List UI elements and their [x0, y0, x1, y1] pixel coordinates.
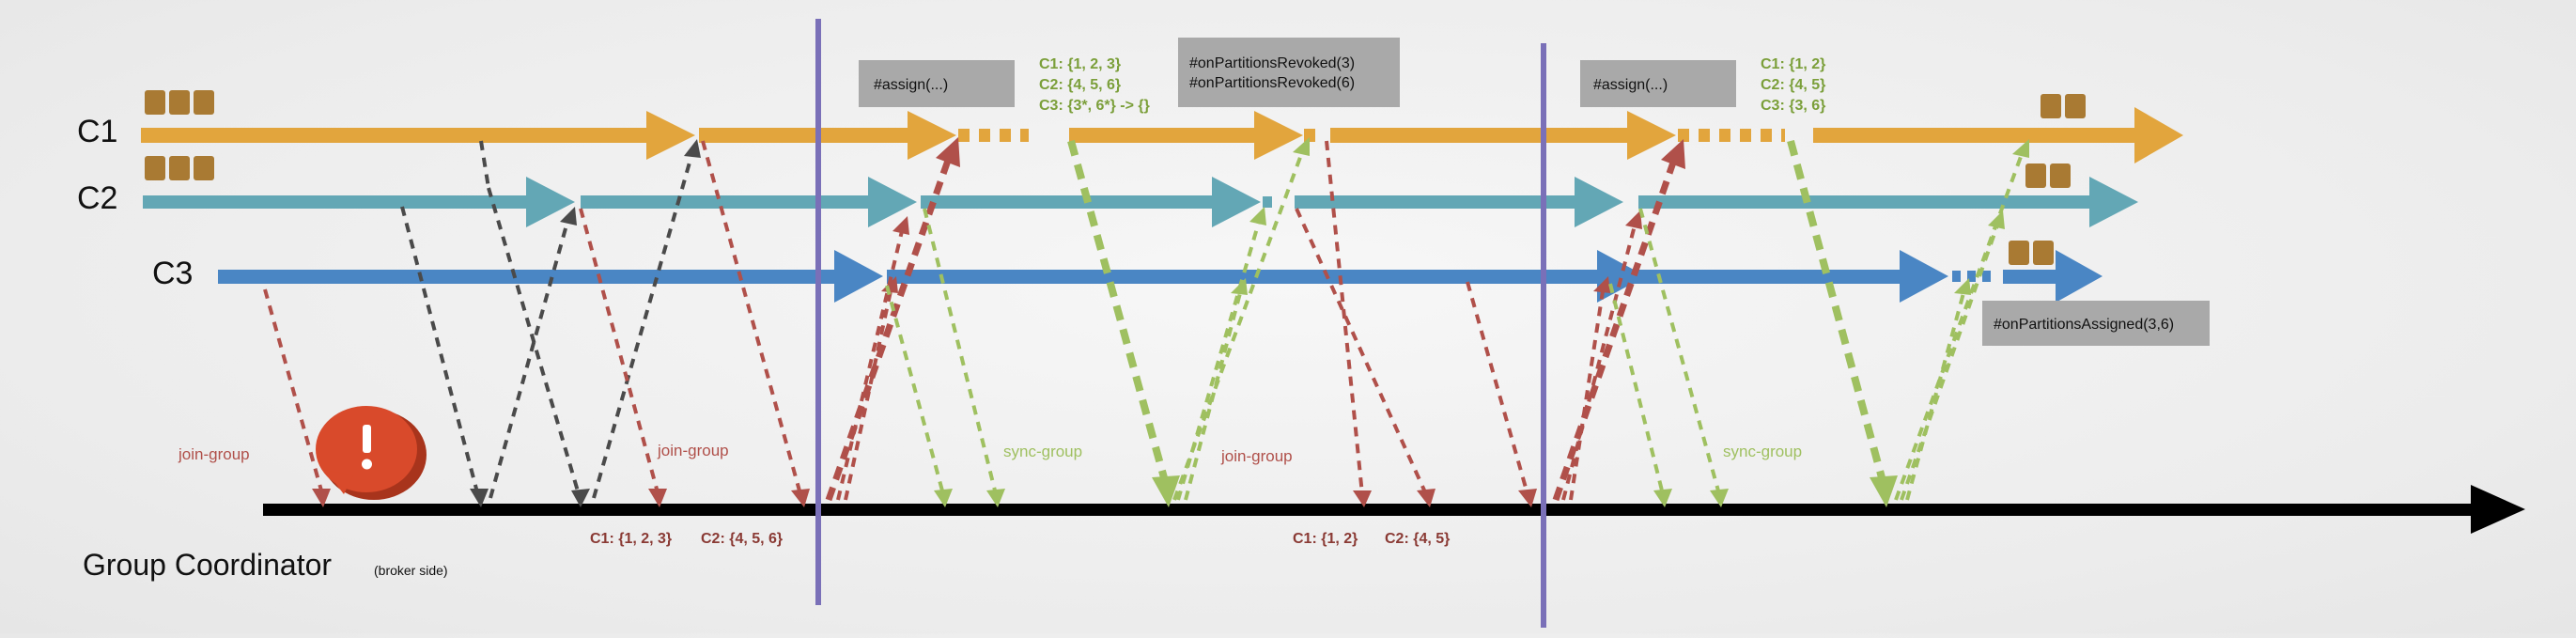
assigned-callout-text: #onPartitionsAssigned(3,6) — [1994, 317, 2174, 333]
coordinator-title: Group Coordinator — [83, 548, 332, 582]
c1-timeline — [141, 107, 2183, 163]
assign-callout-2: #assign(...) — [1580, 60, 1736, 107]
c1-final-partitions — [2041, 94, 2086, 118]
revoked-callout: #onPartitionsRevoked(3) #onPartitionsRev… — [1178, 38, 1400, 107]
assignment-c2-first: C2: {4, 5, 6} — [701, 531, 783, 547]
lane-label-c2: C2 — [77, 180, 117, 216]
assign-callout-2-text: #assign(...) — [1593, 77, 1668, 93]
leader-plan-2-line-2: C2: {4, 5} — [1761, 77, 1825, 93]
alert-icon — [316, 406, 427, 500]
c3-timeline — [218, 250, 2103, 303]
c2-final-partitions — [2025, 163, 2071, 188]
join-group-label-3: join-group — [1220, 447, 1293, 465]
leader-plan-1-line-2: C2: {4, 5, 6} — [1039, 77, 1121, 93]
join-arrow — [263, 288, 323, 491]
assigned-callout: #onPartitionsAssigned(3,6) — [1982, 301, 2210, 346]
coordinator-subtitle: (broker side) — [374, 563, 448, 578]
leader-plan-1-line-3: C3: {3*, 6*} -> {} — [1039, 98, 1150, 114]
revoked-callout-line-1: #onPartitionsRevoked(3) — [1189, 55, 1355, 71]
assign-callout-1: #assign(...) — [859, 60, 1015, 107]
c1-partitions — [145, 90, 214, 115]
leader-plan-1-line-1: C1: {1, 2, 3} — [1039, 56, 1121, 72]
c3-final-partitions — [2009, 241, 2054, 265]
lane-label-c1: C1 — [77, 114, 117, 149]
revoked-callout-line-2: #onPartitionsRevoked(6) — [1189, 75, 1355, 91]
leader-plan-2-line-3: C3: {3, 6} — [1761, 98, 1825, 114]
sync-group-label-2: sync-group — [1723, 443, 1802, 460]
assign-callout-1-text: #assign(...) — [874, 77, 948, 93]
message-arrows — [263, 137, 2029, 507]
coordinator-timeline — [263, 485, 2525, 534]
lane-label-c3: C3 — [152, 256, 193, 291]
join-group-label-2: join-group — [657, 442, 729, 459]
assignment-c1-second: C1: {1, 2} — [1293, 531, 1358, 547]
assignment-c1-first: C1: {1, 2, 3} — [590, 531, 672, 547]
join-group-label-1: join-group — [178, 445, 250, 463]
c2-timeline — [143, 177, 2138, 227]
c2-partitions — [145, 156, 214, 180]
leader-plan-2-line-1: C1: {1, 2} — [1761, 56, 1825, 72]
assignment-c2-second: C2: {4, 5} — [1385, 531, 1450, 547]
generation-separators — [815, 19, 1546, 628]
sync-group-label-1: sync-group — [1003, 443, 1082, 460]
